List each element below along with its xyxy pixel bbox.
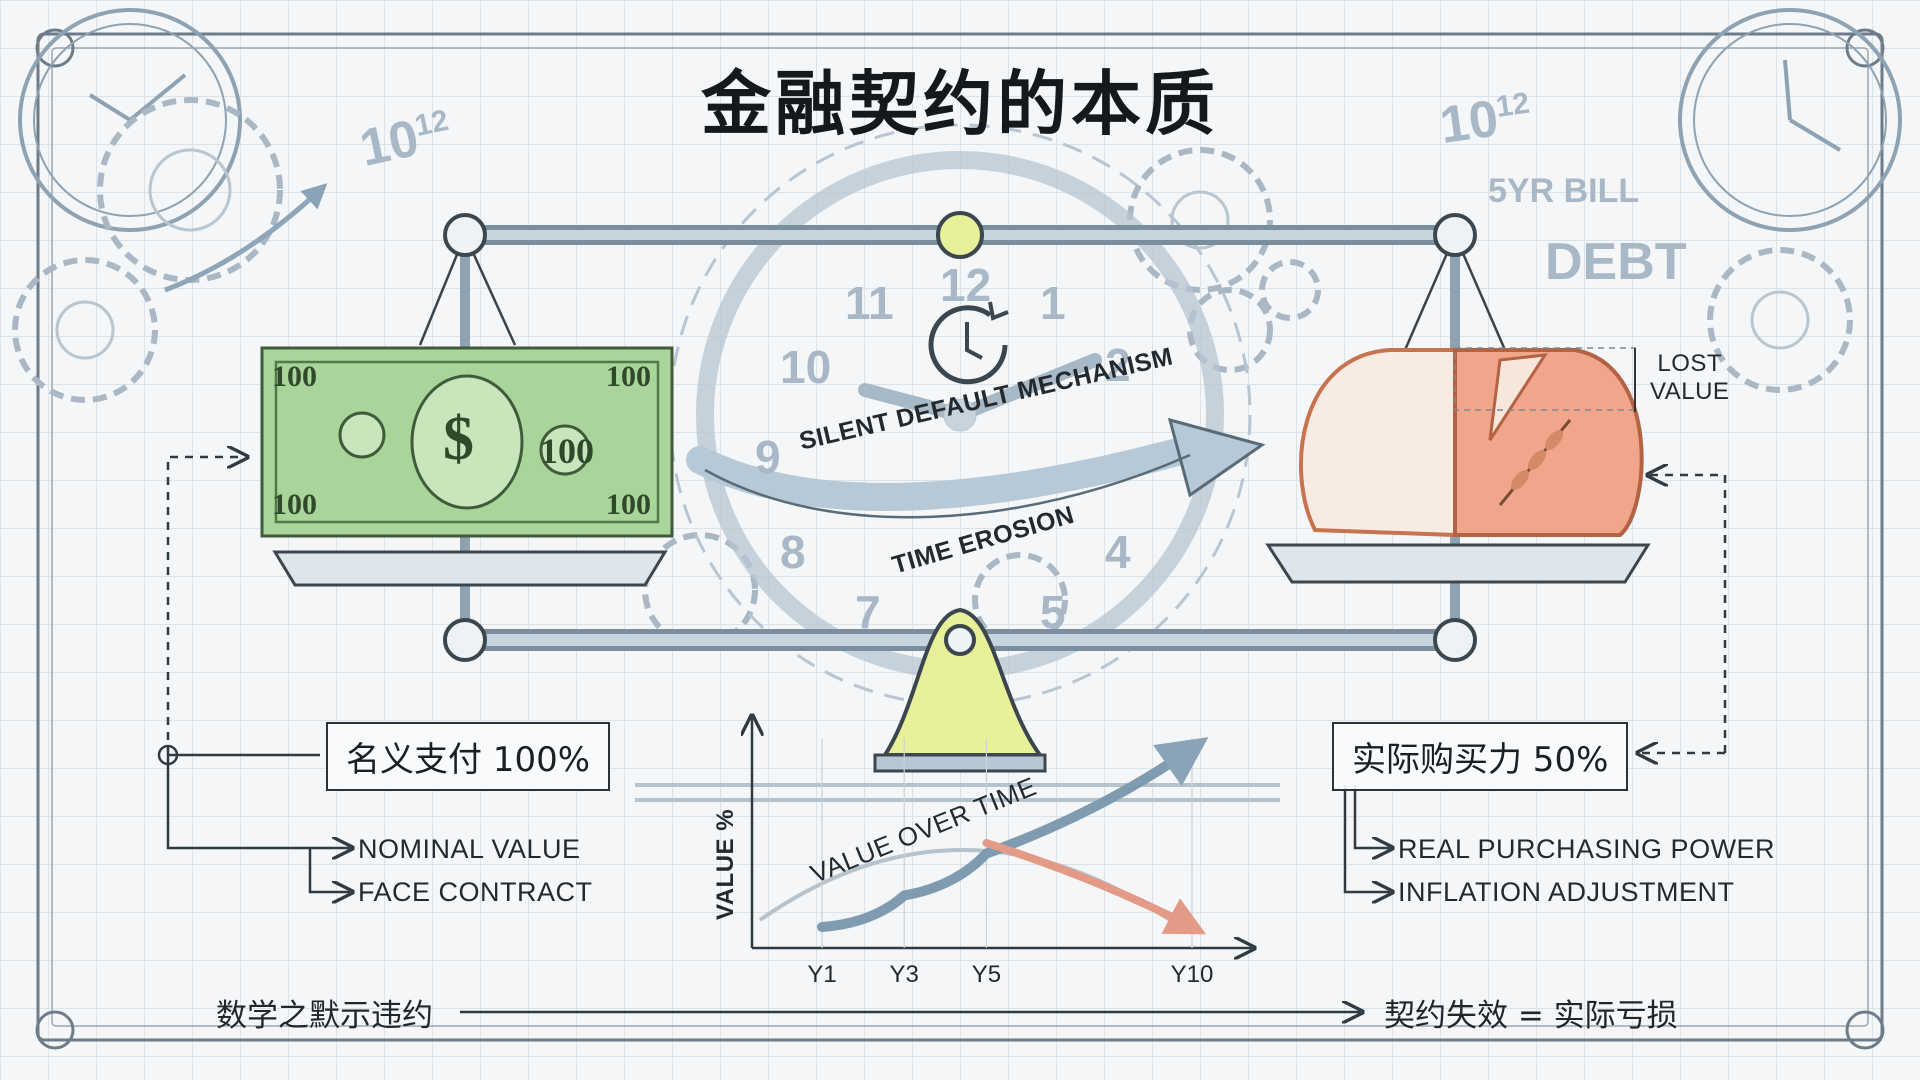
real-purchasing-box: 实际购买力 50% bbox=[1332, 722, 1629, 791]
clock-number-11: 11 bbox=[845, 277, 894, 329]
face-contract-item: FACE CONTRACT bbox=[358, 877, 593, 907]
clock-number-12: 12 bbox=[940, 259, 992, 311]
nominal-payment-box: 名义支付 100% bbox=[326, 722, 611, 791]
left-connector bbox=[157, 457, 350, 892]
chart-tick-label: Y3 bbox=[890, 961, 919, 988]
real-purchasing-power-item: REAL PURCHASING POWER bbox=[1398, 834, 1776, 864]
silent-default-arrow bbox=[686, 436, 1199, 512]
inflation-adjustment-item: INFLATION ADJUSTMENT bbox=[1398, 877, 1735, 907]
left-pan bbox=[272, 550, 668, 587]
banknote-icon bbox=[260, 346, 674, 538]
page-title: 金融契约的本质 bbox=[701, 63, 1219, 145]
clock-number-7: 7 bbox=[855, 586, 881, 638]
clock-top-left-icon bbox=[18, 8, 242, 232]
lost-value-label: LOST VALUE bbox=[1650, 350, 1730, 405]
debt-label: DEBT bbox=[1545, 233, 1687, 291]
chart-tick-label: Y1 bbox=[807, 961, 836, 988]
chart-tick-label: Y10 bbox=[1171, 961, 1214, 988]
bill-label: 5YR BILL bbox=[1488, 172, 1640, 210]
clock-number-1: 1 bbox=[1040, 277, 1066, 329]
footer-right-text: 契约失效 = 实际亏损 bbox=[1384, 998, 1678, 1034]
clock-number-2: 2 bbox=[1105, 339, 1131, 391]
value-chart: Y1 Y3 Y5 Y10 bbox=[752, 718, 1252, 988]
clock-top-right-icon bbox=[1678, 8, 1902, 232]
chart-series-line bbox=[982, 839, 1207, 935]
balance-scale bbox=[272, 211, 1651, 773]
exponent-right: 1012 bbox=[1436, 86, 1532, 156]
banknote-seal-number: 100 bbox=[540, 431, 594, 471]
right-pan bbox=[1265, 543, 1651, 584]
clock-refresh-icon bbox=[928, 301, 1009, 385]
chart-tick-label: Y5 bbox=[972, 961, 1001, 988]
clock-number-4: 4 bbox=[1105, 526, 1131, 578]
clock-number-8: 8 bbox=[780, 526, 806, 578]
footer-left-text: 数学之默示违约 bbox=[216, 998, 433, 1034]
nominal-value-item: NOMINAL VALUE bbox=[358, 834, 581, 864]
clock-number-9: 9 bbox=[755, 431, 781, 483]
time-erosion-arrow bbox=[704, 453, 1191, 519]
dollar-sign-icon: $ bbox=[443, 405, 474, 473]
chart-y-axis-label: VALUE % bbox=[712, 808, 739, 920]
right-connector bbox=[1343, 475, 1727, 892]
banknote-denomination-tr: 100 bbox=[606, 360, 651, 393]
chart-series-line bbox=[817, 737, 1209, 932]
clock-number-5: 5 bbox=[1040, 586, 1066, 638]
clock-number-10: 10 bbox=[780, 341, 832, 393]
ornate-frame bbox=[35, 28, 1885, 1050]
banknote-denomination-bl: 100 bbox=[272, 488, 317, 521]
banknote-denomination-br: 100 bbox=[606, 488, 651, 521]
bread-icon bbox=[1298, 347, 1644, 538]
banknote-denomination-tl: 100 bbox=[272, 360, 317, 393]
growth-arrow-icon bbox=[164, 183, 328, 293]
